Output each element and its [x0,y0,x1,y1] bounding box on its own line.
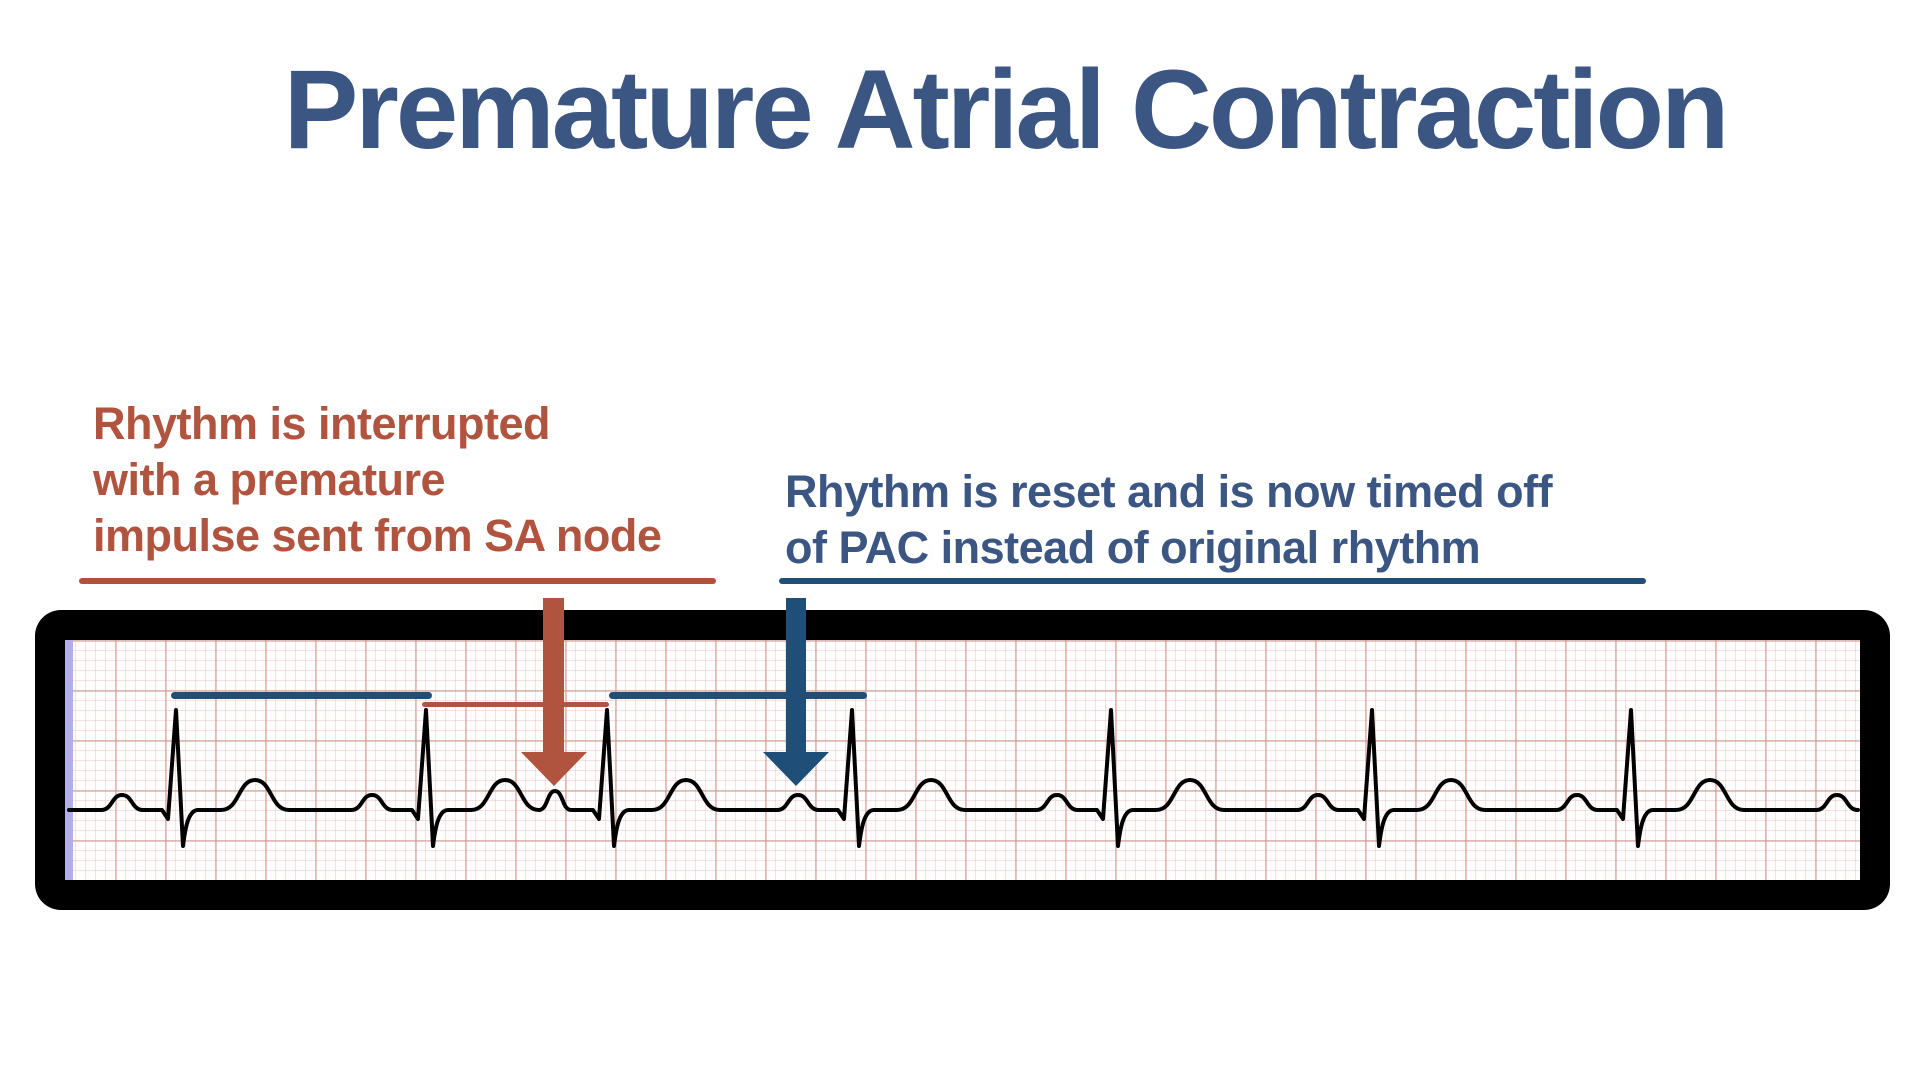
pac-arrow-shaft [543,598,564,754]
rust-underline [79,578,716,584]
pac-arrow-head-icon [521,752,587,786]
normal-interval-line-1 [171,692,432,699]
blue-underline [779,578,1646,584]
title-container: Premature Atrial Contraction [0,48,1920,171]
reset-interval-line [609,692,867,699]
reset-arrow-head-icon [763,752,829,786]
annotation-rhythm-reset-line2: of PAC instead of original rhythm [785,522,1481,573]
annotation-rhythm-reset: Rhythm is reset and is now timed off of … [785,464,1553,576]
paper-left-edge-bar [65,640,73,880]
ecg-waveform-path [67,708,1860,848]
annotation-rhythm-reset-line1: Rhythm is reset and is now timed off [785,466,1553,517]
annotation-premature-impulse-line3: impulse sent from SA node [93,510,662,561]
ecg-trace-svg [67,708,1860,848]
page-title: Premature Atrial Contraction [283,47,1730,172]
annotation-premature-impulse-line1: Rhythm is interrupted [93,398,551,449]
reset-arrow-shaft [786,598,806,754]
ecg-grid-paper [65,640,1860,880]
premature-interval-line [422,702,609,707]
annotation-premature-impulse-line2: with a premature [93,454,446,505]
ecg-monitor-frame [35,610,1890,910]
annotation-premature-impulse: Rhythm is interrupted with a premature i… [93,396,662,564]
